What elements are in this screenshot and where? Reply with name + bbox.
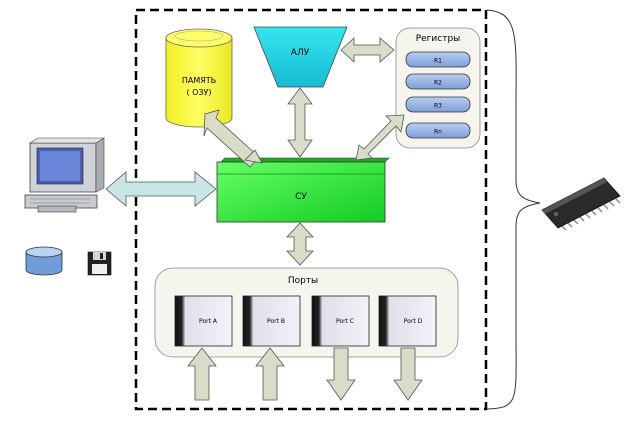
port-c-output-arrow <box>326 347 356 401</box>
brace <box>486 9 541 410</box>
register-r3: R3 <box>405 96 471 113</box>
memory-cylinder: ПАМЯТЬ ( ОЗУ) <box>165 28 233 128</box>
floppy-icon <box>87 251 112 276</box>
port-d-output-arrow <box>393 347 423 401</box>
port-a: Port A <box>174 295 233 347</box>
alu-label: АЛУ <box>291 48 310 58</box>
chip-icon <box>541 177 621 231</box>
alu-block: АЛУ <box>253 26 348 88</box>
register-label: Rn <box>434 129 442 136</box>
computer-cu-arrow <box>105 171 217 207</box>
alu-registers-arrow <box>340 37 395 63</box>
processor-boundary <box>134 8 488 411</box>
port-d: Port D <box>378 295 437 347</box>
control-unit-block: СУ <box>216 157 390 223</box>
port-label: Port A <box>199 318 218 325</box>
registers-panel: Регистры R1 R2 R3 Rn <box>395 27 481 149</box>
memory-cu-arrowhead <box>244 149 263 164</box>
computer-icon <box>24 137 106 213</box>
ports-title: Порты <box>288 276 318 286</box>
register-r2: R2 <box>405 73 471 90</box>
port-b-input-arrow <box>255 347 285 401</box>
disk-icon <box>25 246 63 276</box>
port-label: Port B <box>267 318 285 325</box>
ports-panel: Порты Port A Port B Port C Port D <box>154 267 459 358</box>
port-c: Port C <box>311 295 370 347</box>
control-unit-label: СУ <box>295 192 307 202</box>
registers-title: Регистры <box>416 34 461 44</box>
register-label: R2 <box>434 80 442 87</box>
port-label: Port C <box>336 318 354 325</box>
registers-cu-arrow <box>355 114 405 161</box>
memory-label-line2: ( ОЗУ) <box>186 88 211 97</box>
memory-label-line1: ПАМЯТЬ <box>182 76 216 85</box>
register-label: R3 <box>434 103 442 110</box>
register-label: R1 <box>434 58 442 65</box>
register-r1: R1 <box>405 51 471 68</box>
port-label: Port D <box>404 318 423 325</box>
cu-ports-arrow <box>286 222 314 266</box>
port-a-input-arrow <box>187 347 217 401</box>
port-b: Port B <box>242 295 301 347</box>
register-rn: Rn <box>405 122 471 139</box>
alu-cu-arrow <box>287 87 313 158</box>
